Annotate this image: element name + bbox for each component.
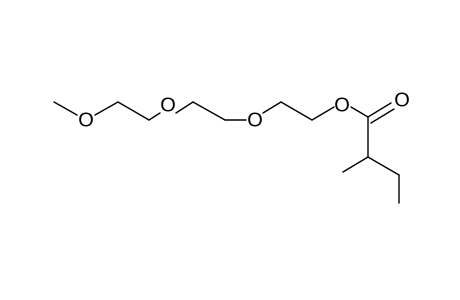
bond-o1-c [94,101,119,116]
bond-carbonyl-double-2 [370,108,395,124]
oxygen-atom-1: O [78,109,94,131]
bond-o3-c [262,101,282,114]
bond-o4-carbonyl [350,106,369,118]
bond-ch3-o1 [53,101,78,116]
bond-o2-c [175,101,194,114]
oxygen-atom-2: O [160,94,176,116]
oxygen-atom-3: O [247,109,263,131]
oxygen-atom-5: O [394,89,410,111]
bond-c-c-2 [192,101,226,121]
bonds [53,101,400,204]
atom-labels: O O O O O [78,89,410,131]
oxygen-atom-4: O [334,94,350,116]
bond-c-o2 [148,112,161,121]
bond-c-c-3 [280,101,313,121]
bond-alpha-methyl [342,156,369,173]
bond-c-c-1 [117,101,150,121]
bond-c-o4 [311,106,335,121]
bond-alpha-ch2 [367,156,400,176]
bond-carbonyl-double-1 [367,102,392,118]
